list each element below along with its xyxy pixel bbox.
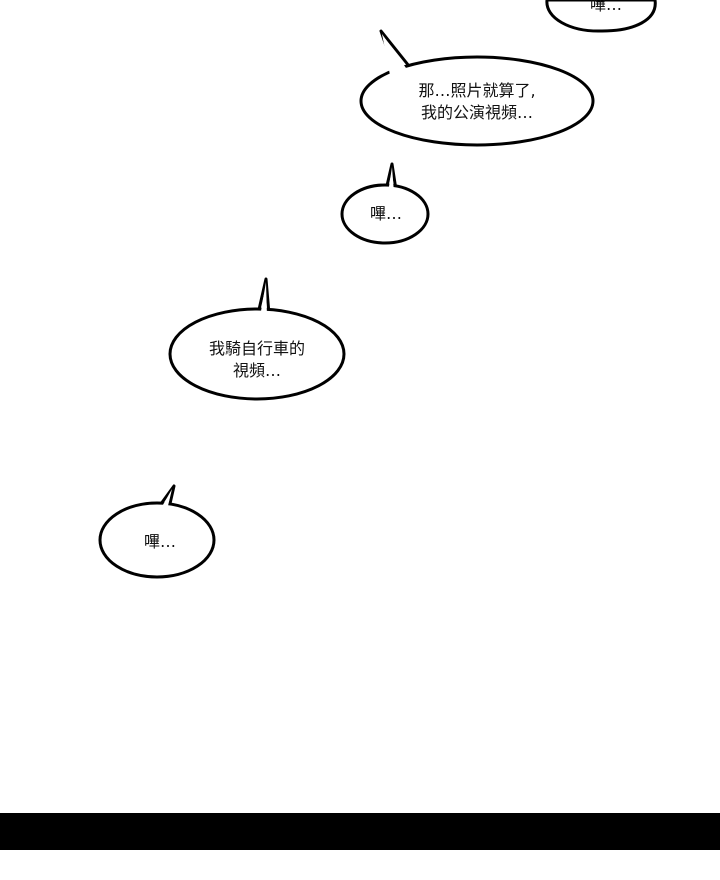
speech-bubble-0-shape [545, 0, 657, 33]
speech-bubble-1-shape [359, 55, 595, 147]
speech-bubble-4-line-0: 嗶… [143, 532, 176, 551]
speech-bubble-2-shape [340, 183, 430, 245]
speech-bubble-3-text: 我騎自行車的 視頻… [192, 338, 322, 382]
speech-bubble-1-line-0: 那…照片就算了, [418, 81, 536, 100]
speech-bubble-3-line-0: 我騎自行車的 [208, 339, 305, 358]
speech-bubble-3-shape [168, 307, 346, 401]
speech-bubble-0-text: 嗶… [566, 0, 646, 16]
speech-bubble-1-text: 那…照片就算了, 我的公演視頻… [397, 80, 557, 124]
speech-bubble-3-line-1: 視頻… [232, 361, 281, 380]
speech-bubble-2-line-0: 嗶… [369, 204, 402, 223]
speech-bubble-0-line-0: 嗶… [589, 0, 622, 14]
speech-bubble-2-text: 嗶… [346, 203, 426, 225]
speech-bubble-4-text: 嗶… [120, 531, 200, 553]
speech-bubble-4-shape [98, 501, 216, 579]
panel-divider-bar [0, 813, 720, 850]
speech-bubble-1-line-1: 我的公演視頻… [420, 103, 533, 122]
